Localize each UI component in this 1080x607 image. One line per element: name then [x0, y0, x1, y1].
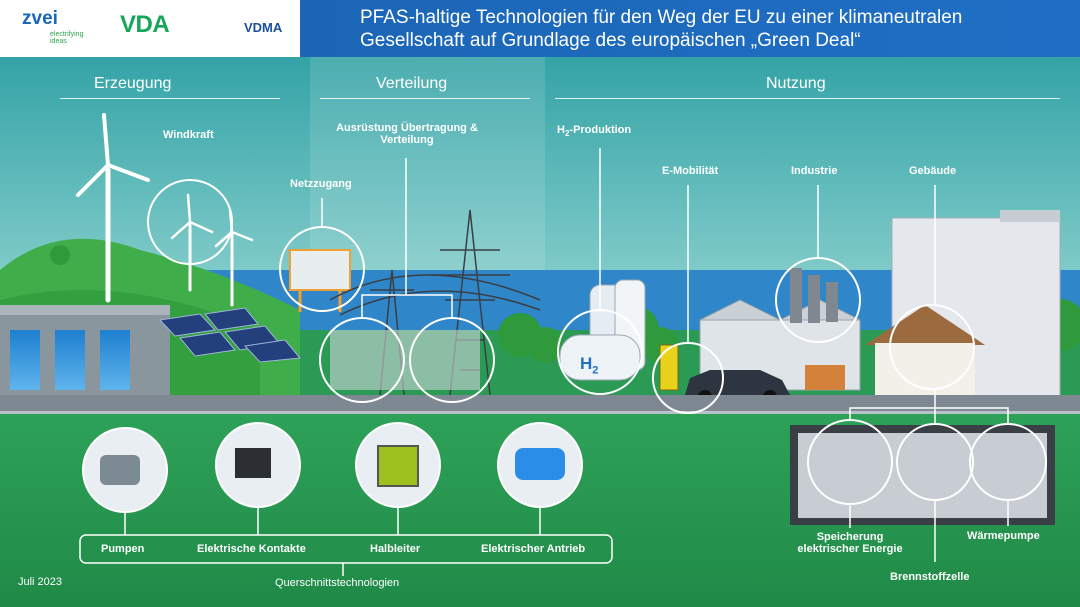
zvei-logo: zvei [22, 8, 58, 29]
cross-tech-item: Pumpen [101, 543, 145, 555]
label-speicherung: Speicherung elektrischer Energie [780, 531, 920, 555]
label-h2-rest: -Produktion [569, 124, 632, 136]
label-h2-subscript: 2 [564, 129, 570, 139]
page-title: PFAS-haltige Technologien für den Weg de… [360, 6, 962, 52]
office-building [891, 210, 1061, 399]
h2-tank-h: H [580, 354, 593, 373]
solar-panels [158, 307, 301, 363]
section-erzeugung: Erzeugung [94, 75, 172, 92]
cross-tech-item: Elektrischer Antrieb [481, 543, 586, 555]
house [865, 305, 985, 398]
section-nutzung-rule [555, 98, 1060, 99]
label-emobilitaet: E-Mobilität [662, 165, 719, 177]
header-logo-band [0, 0, 335, 57]
label-ausruestung-line-2: Verteilung [380, 134, 434, 146]
label-speicherung-line-1: Speicherung [816, 531, 884, 543]
vdma-logo: VDMA [244, 20, 283, 35]
label-industrie: Industrie [791, 165, 838, 177]
label-brennstoffzelle: Brennstoffzelle [890, 571, 970, 583]
cross-tech-caption: Querschnittstechnologien [275, 577, 400, 589]
h2-plant [559, 279, 646, 381]
h2-tank-label: H2 [580, 354, 598, 376]
label-ausruestung-line-1: Ausrüstung Übertragung & [336, 122, 478, 134]
label-waermepumpe: Wärmepumpe [967, 530, 1040, 542]
label-ausruestung: Ausrüstung Übertragung & Verteilung [322, 122, 492, 146]
technical-room [790, 425, 1055, 525]
chip-icon [377, 445, 419, 487]
label-h2-h: H [557, 124, 565, 136]
cross-tech-item: Elektrische Kontakte [197, 543, 306, 555]
section-verteilung: Verteilung [376, 75, 448, 92]
footer-date: Juli 2023 [18, 576, 63, 588]
section-nutzung: Nutzung [766, 75, 826, 92]
motor-icon [515, 448, 565, 480]
page-title-line-2: Gesellschaft auf Grundlage des europäisc… [360, 30, 861, 51]
label-h2-produktion: H2-Produktion [557, 124, 631, 138]
road-edge [0, 411, 1080, 414]
charging-station [659, 344, 679, 391]
header-title-band [300, 0, 1080, 57]
contact-icon [235, 448, 271, 478]
road [0, 395, 1080, 413]
vda-logo: VDA [120, 11, 170, 38]
section-erzeugung-rule [60, 98, 280, 99]
label-windkraft: Windkraft [163, 129, 214, 141]
section-verteilung-rule [320, 98, 530, 99]
page-title-line-1: PFAS-haltige Technologien für den Weg de… [360, 7, 963, 28]
hydro-dam [0, 305, 170, 395]
label-gebaeude: Gebäude [909, 165, 957, 177]
label-speicherung-line-2: elektrischer Energie [797, 543, 903, 555]
label-netzzugang: Netzzugang [290, 178, 352, 190]
h2-tank-subscript: 2 [592, 364, 599, 377]
zvei-tagline: electrifying ideas [50, 31, 84, 45]
pump-icon [100, 455, 140, 485]
offshore-platform [289, 249, 351, 312]
cross-tech-item: Halbleiter [370, 543, 421, 555]
leader-lines [79, 148, 1009, 576]
